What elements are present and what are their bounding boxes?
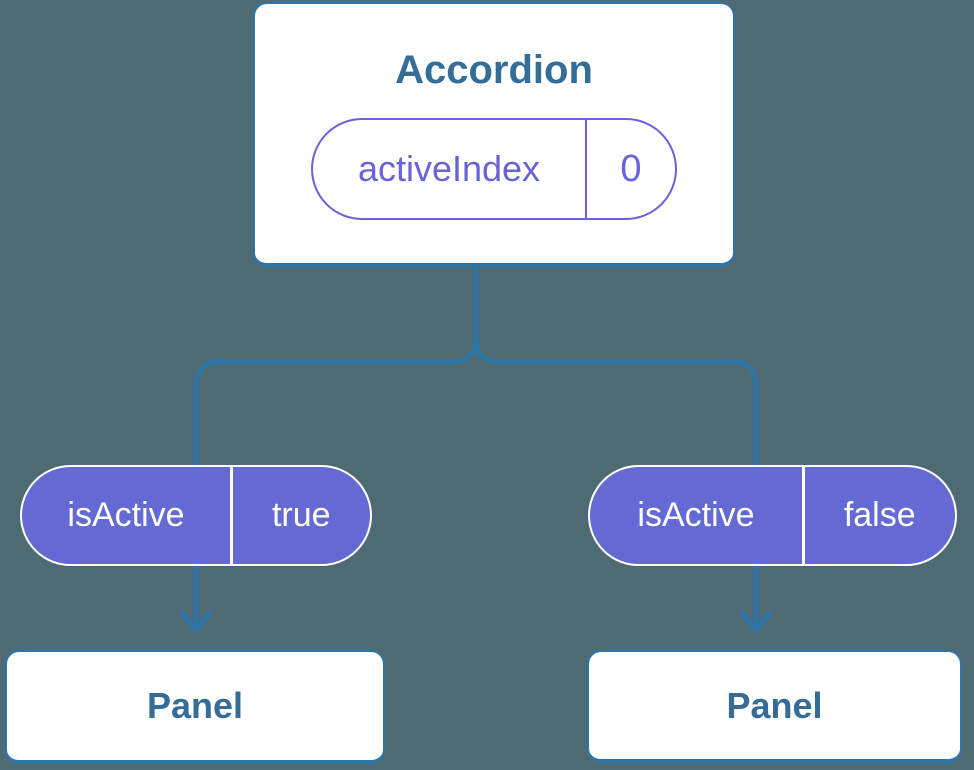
panel-title: Panel — [726, 684, 823, 726]
pill-divider — [585, 120, 587, 218]
state-pill-name: activeIndex — [357, 148, 541, 189]
panel-card-right: Panel — [587, 650, 962, 763]
connector-line-right — [473, 337, 759, 630]
connector-line-left — [193, 265, 479, 630]
prop-pill-isactive-false: isActive false — [588, 465, 957, 566]
prop-pill-value: false — [843, 496, 916, 534]
accordion-title: Accordion — [395, 48, 593, 92]
prop-pill-isactive-true: isActive true — [20, 465, 372, 566]
arrow-down-left-icon — [179, 610, 213, 633]
prop-pill-value: true — [271, 496, 331, 534]
pill-divider — [230, 467, 233, 564]
arrow-down-right-icon — [739, 610, 773, 633]
state-pill-value: 0 — [620, 147, 642, 190]
state-pill-activeindex: activeIndex 0 — [311, 118, 677, 220]
panel-card-left: Panel — [5, 650, 385, 764]
pill-divider — [802, 467, 805, 564]
prop-pill-name: isActive — [637, 496, 755, 534]
accordion-card: Accordion activeIndex 0 — [253, 2, 735, 267]
panel-title: Panel — [146, 685, 244, 726]
prop-pill-name: isActive — [67, 496, 185, 534]
